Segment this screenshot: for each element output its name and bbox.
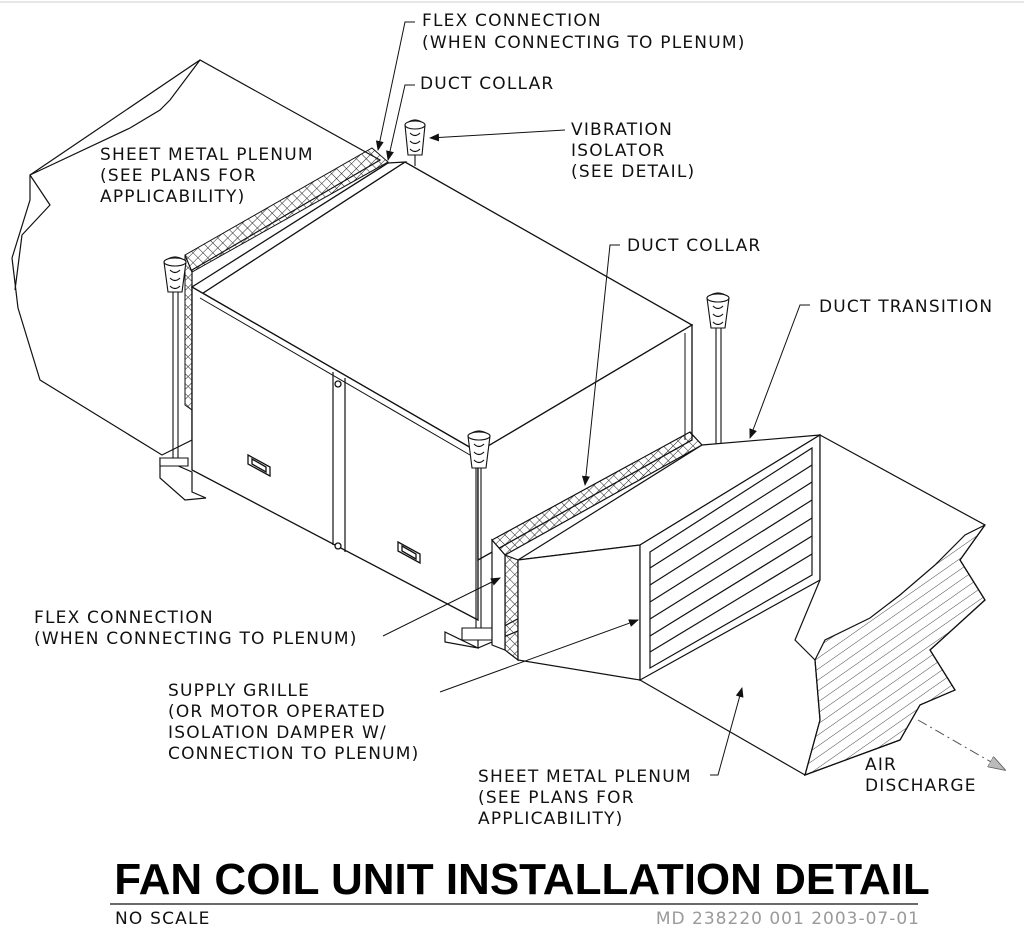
label-duct-transition: DUCT TRANSITION xyxy=(819,297,993,317)
air-discharge-arrow xyxy=(917,719,1005,770)
svg-text:ISOLATOR: ISOLATOR xyxy=(571,141,666,161)
svg-text:DUCT COLLAR: DUCT COLLAR xyxy=(420,74,554,94)
leader-lines xyxy=(375,21,810,776)
svg-text:(WHEN CONNECTING TO PLENUM): (WHEN CONNECTING TO PLENUM) xyxy=(34,629,358,649)
fan-coil-unit xyxy=(190,161,694,622)
svg-text:SHEET METAL PLENUM: SHEET METAL PLENUM xyxy=(100,145,314,165)
svg-text:VIBRATION: VIBRATION xyxy=(571,120,673,140)
label-duct-collar-mid: DUCT COLLAR xyxy=(627,236,761,256)
svg-text:SUPPLY GRILLE: SUPPLY GRILLE xyxy=(168,681,310,701)
svg-text:FLEX CONNECTION: FLEX CONNECTION xyxy=(422,11,602,31)
svg-text:AIR: AIR xyxy=(865,755,897,775)
svg-text:(SEE DETAIL): (SEE DETAIL) xyxy=(571,162,695,182)
svg-text:(SEE PLANS FOR: (SEE PLANS FOR xyxy=(478,788,635,808)
svg-text:SHEET METAL PLENUM: SHEET METAL PLENUM xyxy=(478,767,692,787)
svg-text:(SEE PLANS FOR: (SEE PLANS FOR xyxy=(100,166,257,186)
label-flex-bottom: FLEX CONNECTION (WHEN CONNECTING TO PLEN… xyxy=(34,608,358,649)
svg-text:(WHEN CONNECTING TO PLENUM): (WHEN CONNECTING TO PLENUM) xyxy=(422,33,746,53)
svg-text:DUCT TRANSITION: DUCT TRANSITION xyxy=(819,297,993,317)
svg-text:FLEX CONNECTION: FLEX CONNECTION xyxy=(34,608,214,628)
svg-text:CONNECTION TO PLENUM): CONNECTION TO PLENUM) xyxy=(168,744,420,764)
vibration-isolator-3 xyxy=(706,292,730,445)
label-plenum-left: SHEET METAL PLENUM (SEE PLANS FOR APPLIC… xyxy=(100,145,314,207)
duct-transition xyxy=(517,434,821,681)
drawing-title: FAN COIL UNIT INSTALLATION DETAIL xyxy=(114,855,930,904)
svg-text:(OR MOTOR OPERATED: (OR MOTOR OPERATED xyxy=(168,702,386,722)
svg-text:APPLICABILITY): APPLICABILITY) xyxy=(100,187,245,207)
vibration-isolator-1 xyxy=(404,119,426,166)
vibration-isolator-4 xyxy=(461,430,497,641)
right-plenum xyxy=(639,433,986,776)
svg-text:DISCHARGE: DISCHARGE xyxy=(865,776,977,796)
svg-text:APPLICABILITY): APPLICABILITY) xyxy=(478,809,623,829)
flex-connection-top xyxy=(184,147,389,411)
label-air-discharge: AIR DISCHARGE xyxy=(865,755,977,796)
duct-collar-mid xyxy=(491,431,703,662)
scale-note: NO SCALE xyxy=(115,909,211,929)
vibration-isolator-2 xyxy=(159,256,189,467)
label-duct-collar-top: DUCT COLLAR xyxy=(420,74,554,94)
label-flex-top: FLEX CONNECTION (WHEN CONNECTING TO PLEN… xyxy=(422,11,746,53)
label-vibration-isolator: VIBRATION ISOLATOR (SEE DETAIL) xyxy=(571,120,695,182)
svg-text:ISOLATION DAMPER W/: ISOLATION DAMPER W/ xyxy=(168,723,387,743)
svg-text:DUCT COLLAR: DUCT COLLAR xyxy=(627,236,761,256)
label-plenum-bottom: SHEET METAL PLENUM (SEE PLANS FOR APPLIC… xyxy=(478,767,692,829)
supply-grille xyxy=(639,433,821,682)
label-supply-grille: SUPPLY GRILLE (OR MOTOR OPERATED ISOLATI… xyxy=(168,681,420,764)
drawing-reference: MD 238220 001 2003-07-01 xyxy=(656,909,920,929)
